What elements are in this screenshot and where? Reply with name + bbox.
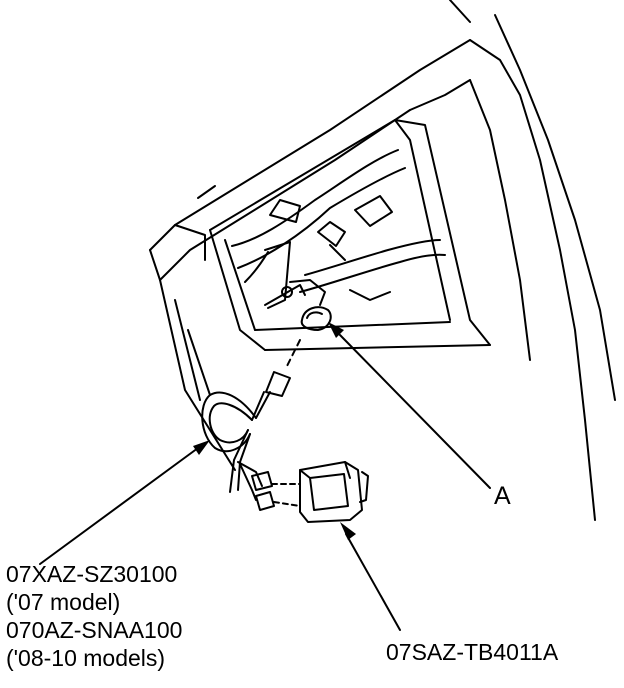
wiring-harness — [201, 339, 301, 501]
leader-control-unit — [345, 533, 401, 631]
callout-a: A — [494, 482, 511, 510]
harness-model-07: ('07 model) — [6, 589, 121, 615]
dashboard-housing — [149, 0, 616, 521]
glove-box-opening — [209, 119, 491, 351]
harness-model-08-10: ('08-10 models) — [6, 645, 166, 671]
callout-unit-part-number: 07SAZ-TB4011A — [386, 639, 559, 665]
leader-harness-unit — [39, 447, 199, 565]
leader-lines — [39, 334, 491, 631]
connector-a — [264, 241, 332, 331]
arrowheads — [193, 322, 356, 540]
arrowhead-unit — [340, 522, 356, 540]
arrowhead-a — [328, 322, 344, 338]
arrowhead-harness — [193, 440, 210, 455]
leader-a — [339, 334, 491, 489]
harness-part-07: 07XAZ-SZ30100 — [6, 561, 178, 587]
callout-harness-part-number: 07XAZ-SZ30100 ('07 model) 070AZ-SNAA100 … — [6, 560, 182, 672]
harness-part-08-10: 070AZ-SNAA100 — [6, 617, 183, 643]
control-unit — [299, 461, 369, 523]
harness-plugs — [251, 471, 301, 511]
